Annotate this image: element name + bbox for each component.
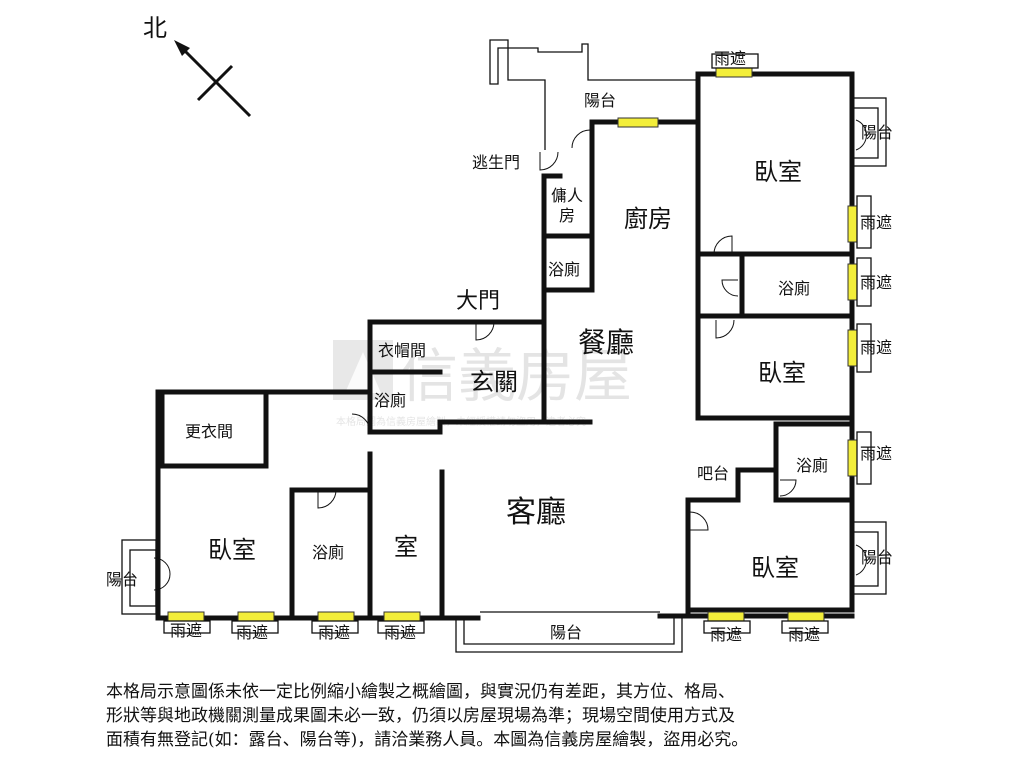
- window: [707, 611, 745, 622]
- window: [787, 611, 825, 622]
- main-door-swing: [475, 321, 495, 341]
- rain-shelter-label: 雨遮: [788, 625, 820, 644]
- window: [167, 611, 205, 622]
- room-label-dressing-room: 更衣間: [185, 422, 233, 441]
- window: [237, 611, 275, 622]
- disclaimer-line: 本格局示意圖係未依一定比例縮小繪製之概繪圖，與實況仍有差距，其方位、格局、: [106, 682, 735, 702]
- door-swing: [855, 544, 867, 576]
- balcony-label: 陽台: [861, 548, 893, 567]
- room-label-living: 客廳: [506, 495, 566, 530]
- main-door-label: 大門: [456, 289, 500, 314]
- window: [847, 329, 858, 367]
- window: [317, 611, 355, 622]
- disclaimer-line: 面積有無登記(如：露台、陽台等)，請洽業務人員。本圖為信義房屋繪製，盜用必究。: [106, 730, 749, 750]
- escape-door-swing: [539, 151, 559, 171]
- maid-room-text: 傭人房: [550, 186, 583, 225]
- watermark-brand: 信義房屋: [400, 342, 632, 410]
- room-label-bedroom: 臥室: [751, 554, 799, 582]
- window: [715, 67, 753, 78]
- room-label-bathroom: 浴廁: [374, 391, 406, 410]
- rain-shelter-frames: [163, 53, 872, 634]
- balcony-label: 陽台: [550, 623, 582, 642]
- window: [617, 117, 659, 128]
- compass-north-label: 北: [143, 14, 167, 42]
- rain-shelter-label: 雨遮: [714, 49, 746, 68]
- rain-shelter-label: 雨遮: [860, 444, 892, 463]
- room-label-room: 室: [394, 533, 418, 561]
- balcony-label: 陽台: [106, 570, 138, 589]
- door-swing: [779, 479, 797, 497]
- room-label-bar: 吧台: [697, 464, 729, 483]
- room-label-bathroom: 浴廁: [778, 279, 810, 298]
- disclaimer: 本格局示意圖係未依一定比例縮小繪製之概繪圖，與實況仍有差距，其方位、格局、 形狀…: [106, 680, 926, 752]
- misc-labels: 大門 逃生門 陽台 陽台 陽台 陽台 陽台 雨遮 雨遮 雨遮 雨遮 雨遮 雨遮 …: [106, 49, 893, 644]
- rain-shelter-label: 雨遮: [384, 623, 416, 642]
- door-swing: [721, 279, 739, 297]
- door-swing: [153, 557, 171, 591]
- room-label-bathroom: 浴廁: [796, 456, 828, 475]
- room-labels: 臥室 臥室 臥室 臥室 廚房 餐廳 客廳 玄關 衣帽間 更衣間 室 吧台 浴廁 …: [185, 158, 828, 582]
- compass-needle: [176, 42, 252, 118]
- door-swing: [715, 319, 735, 339]
- rain-shelter-label: 雨遮: [170, 621, 202, 640]
- balcony-label: 陽台: [861, 123, 893, 142]
- window: [847, 263, 858, 301]
- rain-shelter-label: 雨遮: [236, 623, 268, 642]
- rain-shelter-label: 雨遮: [860, 213, 892, 232]
- balcony-label: 陽台: [584, 91, 616, 110]
- door-swing: [713, 235, 733, 255]
- door-swing: [855, 119, 867, 151]
- window: [847, 439, 858, 477]
- room-label-maid-room: 傭人房: [550, 186, 583, 225]
- door-swing: [571, 129, 591, 149]
- north-arrow-icon: [174, 40, 190, 56]
- room-label-bedroom: 臥室: [208, 536, 256, 564]
- door-swing: [317, 489, 337, 509]
- compass-crossbar: [196, 64, 234, 102]
- rain-shelter-label: 雨遮: [860, 338, 892, 357]
- room-label-bedroom: 臥室: [758, 359, 806, 387]
- doors: [153, 119, 867, 591]
- rain-shelter-label: 雨遮: [318, 623, 350, 642]
- rain-shelter-label: 雨遮: [860, 273, 892, 292]
- room-label-coat-closet: 衣帽間: [378, 341, 426, 360]
- compass: 北: [143, 14, 252, 118]
- room-label-bathroom: 浴廁: [548, 260, 580, 279]
- room-label-kitchen: 廚房: [624, 205, 672, 233]
- disclaimer-line: 形狀等與地政機關測量成果圖未必一致，仍須以房屋現場為準；現場空間使用方式及: [106, 706, 735, 726]
- room-label-bedroom: 臥室: [754, 158, 802, 186]
- escape-door-label: 逃生門: [472, 153, 520, 172]
- door-swing: [689, 511, 709, 531]
- window: [383, 611, 421, 622]
- room-label-foyer: 玄關: [470, 368, 518, 396]
- room-label-dining: 餐廳: [578, 326, 634, 359]
- window: [847, 205, 858, 243]
- door-swing: [351, 413, 371, 433]
- room-label-bathroom: 浴廁: [312, 543, 344, 562]
- rain-shelter-label: 雨遮: [710, 625, 742, 644]
